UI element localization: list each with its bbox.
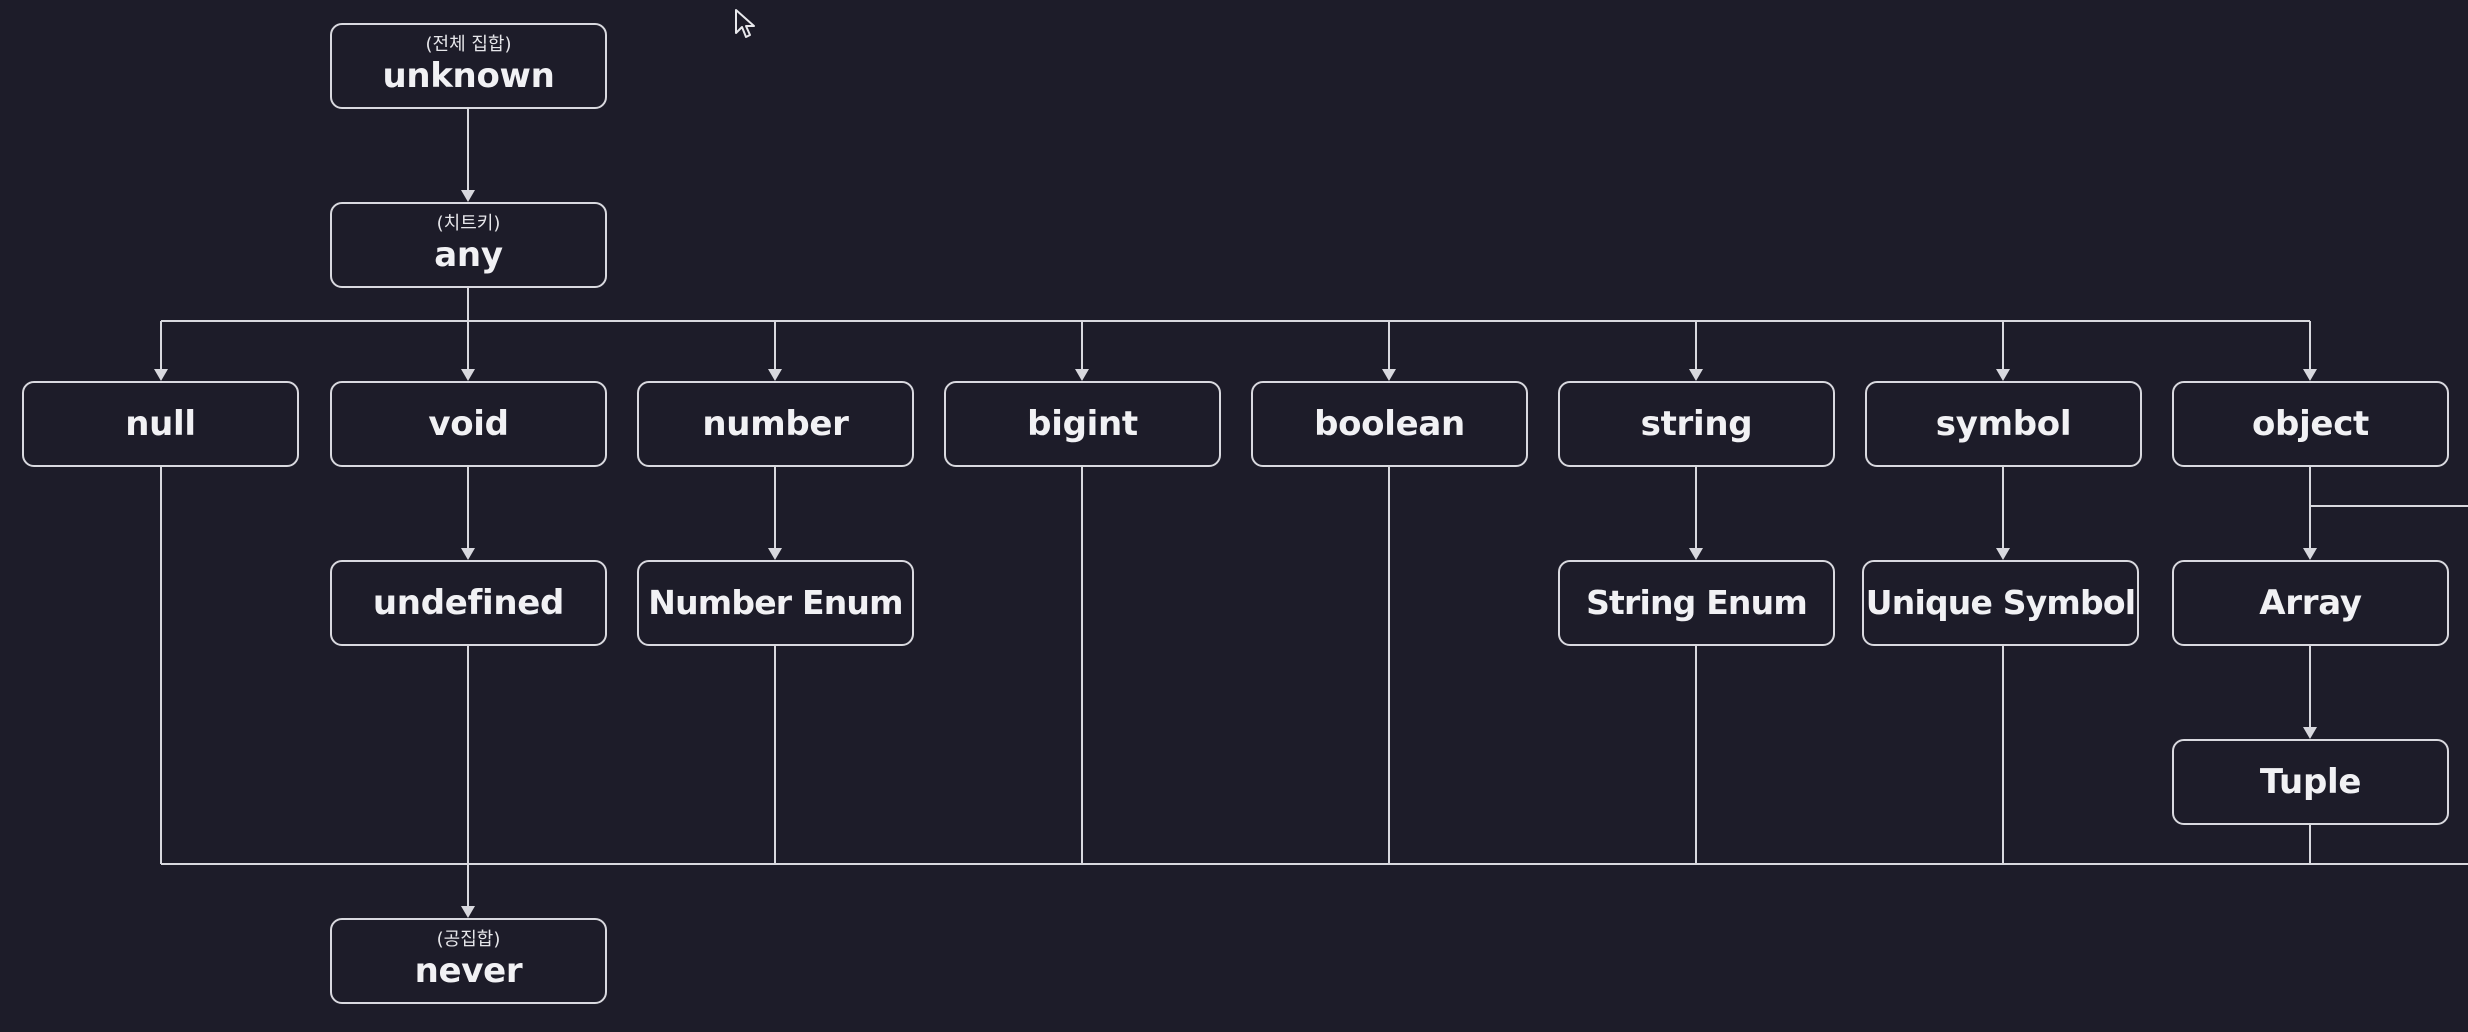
node-array: Array bbox=[2172, 560, 2449, 646]
arrow-number-number-enum bbox=[768, 548, 782, 560]
node-string: string bbox=[1558, 381, 1835, 467]
node-never-subtitle: (공집합) bbox=[436, 929, 501, 950]
arrow-string-string-enum bbox=[1689, 548, 1703, 560]
arrow-any-string bbox=[1689, 369, 1703, 381]
node-object: object bbox=[2172, 381, 2449, 467]
node-tuple-label: Tuple bbox=[2259, 762, 2362, 802]
node-tuple: Tuple bbox=[2172, 739, 2449, 825]
node-symbol-label: symbol bbox=[1935, 404, 2072, 444]
node-string-enum: String Enum bbox=[1558, 560, 1835, 646]
node-array-label: Array bbox=[2259, 583, 2362, 623]
node-number-enum: Number Enum bbox=[637, 560, 914, 646]
node-unknown-label: unknown bbox=[382, 56, 555, 96]
arrow-symbol-unique-symbol bbox=[1996, 548, 2010, 560]
node-unknown-subtitle: (전체 집합) bbox=[425, 34, 512, 55]
node-string-enum-label: String Enum bbox=[1586, 583, 1808, 622]
node-object-label: object bbox=[2251, 404, 2370, 444]
node-undefined: undefined bbox=[330, 560, 607, 646]
arrow-void-undefined bbox=[461, 548, 475, 560]
arrow-array-tuple bbox=[2303, 727, 2317, 739]
arrow-any-void bbox=[461, 369, 475, 381]
node-undefined-label: undefined bbox=[372, 583, 565, 623]
arrow-any-object bbox=[2303, 369, 2317, 381]
node-void: void bbox=[330, 381, 607, 467]
node-number: number bbox=[637, 381, 914, 467]
arrow-any-number bbox=[768, 369, 782, 381]
node-null: null bbox=[22, 381, 299, 467]
node-string-label: string bbox=[1640, 404, 1753, 444]
arrow-any-bigint bbox=[1075, 369, 1089, 381]
node-unknown: (전체 집합) unknown bbox=[330, 23, 607, 109]
node-number-enum-label: Number Enum bbox=[648, 583, 903, 622]
node-symbol: symbol bbox=[1865, 381, 2142, 467]
arrow-object-array bbox=[2303, 548, 2317, 560]
node-never-label: never bbox=[414, 951, 523, 991]
arrow-any-symbol bbox=[1996, 369, 2010, 381]
node-bigint-label: bigint bbox=[1027, 404, 1138, 444]
node-never: (공집합) never bbox=[330, 918, 607, 1004]
node-null-label: null bbox=[125, 404, 196, 444]
arrow-collector-never bbox=[461, 906, 475, 918]
node-bigint: bigint bbox=[944, 381, 1221, 467]
node-boolean: boolean bbox=[1251, 381, 1528, 467]
node-any-subtitle: (치트키) bbox=[436, 213, 501, 234]
node-boolean-label: boolean bbox=[1314, 404, 1465, 444]
node-unique-symbol-label: Unique Symbol bbox=[1865, 583, 2136, 622]
arrow-unknown-any bbox=[461, 190, 475, 202]
node-unique-symbol: Unique Symbol bbox=[1862, 560, 2139, 646]
arrow-any-null bbox=[154, 369, 168, 381]
node-any-label: any bbox=[434, 235, 503, 275]
mouse-cursor-icon bbox=[735, 9, 755, 38]
arrow-any-boolean bbox=[1382, 369, 1396, 381]
node-number-label: number bbox=[702, 404, 849, 444]
node-void-label: void bbox=[428, 404, 509, 444]
node-any: (치트키) any bbox=[330, 202, 607, 288]
